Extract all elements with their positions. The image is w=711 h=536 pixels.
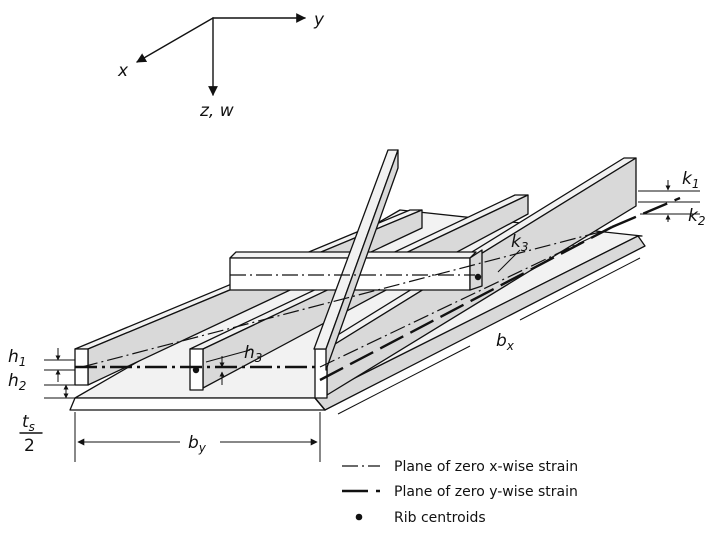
dimension-bx: bx	[337, 257, 641, 415]
dimension-by: by	[74, 412, 321, 462]
legend-label: Plane of zero y-wise strain	[394, 484, 578, 500]
rib-centroid-front	[192, 366, 200, 374]
zero-x-strain-line-inner	[81, 231, 601, 368]
x-axis-arrow	[136, 17, 214, 63]
legend-item-zero-x: Plane of zero x-wise strain	[342, 459, 578, 475]
zero-y-strain-line-2	[611, 196, 681, 229]
neutral-planes	[75, 196, 681, 382]
legend: Plane of zero x-wise strain Plane of zer…	[342, 459, 578, 526]
dimension-h3: h3	[205, 343, 262, 385]
h1-label: h1	[8, 347, 26, 369]
y-axis-label: y	[313, 10, 325, 30]
rib-centroid-transverse	[474, 273, 482, 281]
by-label: by	[188, 433, 207, 455]
zero-y-strain-line	[319, 225, 613, 382]
dimension-k-right: k1 k2	[638, 169, 706, 228]
legend-item-centroids: Rib centroids	[355, 510, 486, 526]
z-axis-label: z, w	[199, 101, 234, 121]
legend-label: Plane of zero x-wise strain	[394, 459, 578, 475]
ts-label: ts	[22, 412, 35, 434]
bx-label: bx	[496, 331, 515, 353]
legend-swatch-dot	[355, 513, 363, 521]
h2-label: h2	[8, 371, 26, 393]
rib-diagonal	[313, 149, 399, 371]
legend-item-zero-y: Plane of zero y-wise strain	[342, 484, 578, 500]
h3-label: h3	[244, 343, 262, 365]
k3-label: k3	[511, 232, 529, 254]
dimension-k3: k3	[497, 232, 529, 273]
dimension-h-left: h1 h2 ts 2	[8, 347, 75, 456]
k1-label: k1	[682, 169, 700, 191]
ts-denominator: 2	[24, 436, 35, 456]
x-axis-label: x	[117, 61, 129, 81]
coordinate-axes: y x z, w	[117, 10, 325, 121]
k2-label: k2	[688, 206, 706, 228]
legend-label: Rib centroids	[394, 510, 486, 526]
plate-front-face	[69, 397, 326, 411]
